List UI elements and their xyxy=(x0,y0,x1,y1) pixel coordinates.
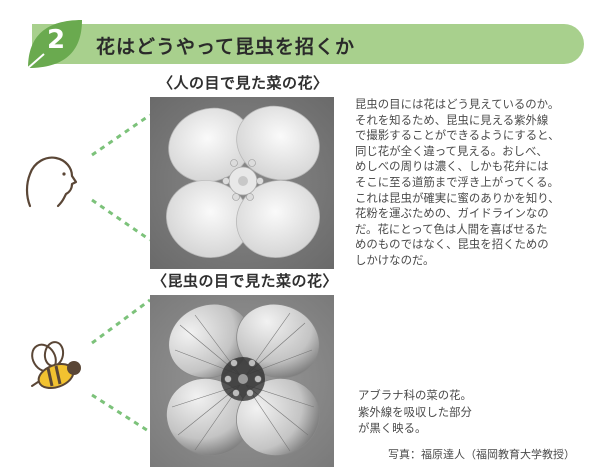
human-face-icon xyxy=(25,156,78,208)
note-line: が黒く映る。 xyxy=(358,421,427,435)
description-line: で撮影することができるようにすると、 xyxy=(355,128,560,143)
note-line: アブラナ科の菜の花。 xyxy=(358,388,472,402)
section-number: 2 xyxy=(46,25,66,55)
description-line: 昆虫の目には花はどう見えているのか。 xyxy=(355,97,560,111)
description-line: 花粉を運ぶための、ガイドラインなの xyxy=(355,206,549,221)
description-text: 昆虫の目には花はどう見えているのか。 それを知るため、昆虫に見える紫外線 で撮影… xyxy=(355,97,585,269)
caption-insect-view: 〈昆虫の目で見た菜の花〉 xyxy=(152,272,339,290)
caption-human-view: 〈人の目で見た菜の花〉 xyxy=(158,74,329,92)
note-line: 紫外線を吸収した部分 xyxy=(358,404,472,419)
description-line: 同じ花が全く違って見える。おしべ、 xyxy=(355,143,548,158)
photo-credit: 写真：福原達人（福岡教育大学教授） xyxy=(388,448,575,461)
description-line: これは昆虫が確実に蜜のありかを知り、 xyxy=(355,190,560,205)
title-banner xyxy=(32,24,584,64)
leaf-badge-icon xyxy=(27,20,82,69)
human-view-flower-photo xyxy=(150,97,334,269)
description-line: それを知るため、昆虫に見える紫外線 xyxy=(355,112,549,127)
bee-icon xyxy=(31,341,81,390)
description-line: しかけなのだ。 xyxy=(355,252,435,267)
description-line: めしべの周りは濃く、しかも花弁には xyxy=(355,159,549,174)
description-line: そこに至る道筋まで浮き上がってくる。 xyxy=(355,174,559,189)
description-line: めのものではなく、昆虫を招くための xyxy=(355,237,549,252)
insect-view-flower-photo xyxy=(150,295,334,467)
description-line: だ。花にとって色は人間を喜ばせるた xyxy=(355,221,548,236)
photo-note: アブラナ科の菜の花。 紫外線を吸収した部分 が黒く映る。 xyxy=(358,387,472,437)
page-title: 花はどうやって昆虫を招くか xyxy=(96,36,356,58)
